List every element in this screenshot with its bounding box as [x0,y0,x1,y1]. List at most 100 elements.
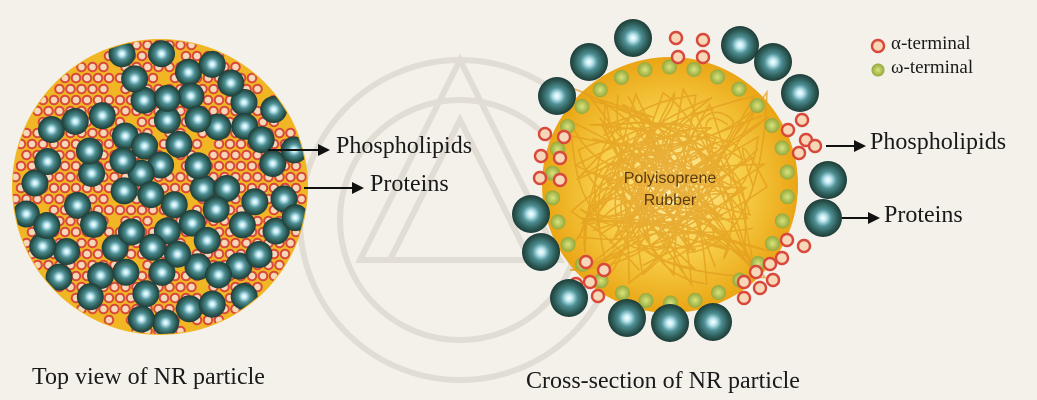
protein-sphere [80,211,107,238]
protein-sphere [132,280,159,307]
phospholipid-ring [220,151,229,160]
phospholipid-ring [61,140,70,149]
phospholipid-ring [209,151,218,160]
alpha-terminal-ring [738,276,750,288]
omega-terminal-dot [711,285,726,300]
core-label: Polyisoprene Rubber [600,168,740,212]
protein-sphere [570,43,608,81]
omega-terminal-dot [550,214,565,229]
protein-sphere [203,196,230,223]
omega-terminal-dot [780,165,795,180]
phospholipid-ring [72,228,81,237]
phospholipid-ring [215,140,224,149]
omega-terminal-dot [775,141,790,156]
phospholipid-ring [55,107,64,116]
phospholipid-ring [61,96,70,105]
phospholipid-ring [176,173,185,182]
protein-sphere [177,82,204,109]
phospholipid-ring [44,195,53,204]
phospholipid-ring [281,250,290,259]
phospholipid-ring [99,85,108,94]
protein-sphere [184,106,211,133]
phospholipid-ring [105,294,114,303]
phospholipid-ring [61,74,70,83]
top-view-caption: Top view of NR particle [32,364,265,391]
phospholipid-ring [83,74,92,83]
phospholipid-ring [237,140,246,149]
phospholipid-ring [215,250,224,259]
legend-alpha-terminal: α-terminal [891,33,971,55]
phospholipid-ring [61,228,70,237]
phospholipid-ring [275,129,284,138]
phospholipid-ring [55,173,64,182]
omega-terminal-dot [765,236,780,251]
phospholipid-ring [66,173,75,182]
alpha-terminal-ring [764,258,776,270]
phospholipid-ring [77,261,86,270]
alpha-terminal-ring [793,147,805,159]
protein-sphere [260,96,287,123]
phospholipid-ring [83,96,92,105]
phospholipid-ring [105,206,114,215]
phospholipid-ring [83,250,92,259]
phospholipid-ring [72,272,81,281]
protein-sphere [229,211,256,238]
phospholipid-ring [22,151,31,160]
phospholipid-ring [286,239,295,248]
alpha-terminal-ring [580,256,592,268]
phospholipid-ring [182,184,191,193]
alpha-terminal-ring [782,124,794,136]
phospholipid-ring [33,107,42,116]
omega-terminal-dot [561,237,576,252]
protein-sphere [21,170,48,197]
phospholipid-ring [242,173,251,182]
alpha-terminal-ring [809,140,821,152]
protein-sphere [608,299,646,337]
proteins-arrow-cross-section [842,212,880,224]
phospholipid-ring [50,96,59,105]
phospholipid-ring [286,173,295,182]
protein-sphere [152,309,179,336]
protein-sphere [137,181,164,208]
alpha-terminal-ring [672,51,684,63]
omega-terminal-dot [780,189,795,204]
protein-sphere [185,152,212,179]
protein-sphere [614,19,652,57]
phospholipid-ring [275,261,284,270]
phospholipid-ring [99,195,108,204]
phospholipid-ring [61,184,70,193]
phospholipid-ring [88,239,97,248]
protein-sphere [176,295,203,322]
cross-section-proteins-label: Proteins [884,202,963,229]
protein-sphere [199,51,226,78]
phospholipid-ring [99,305,108,314]
alpha-terminal-ring [554,152,566,164]
top-view-particle [11,39,309,336]
phospholipid-ring [55,85,64,94]
phospholipid-ring [248,162,257,171]
protein-sphere [522,233,560,271]
omega-terminal-dot [764,118,779,133]
omega-terminal-dot [593,82,608,97]
protein-sphere [538,77,576,115]
alpha-terminal-ring [592,290,604,302]
phospholipid-ring [94,74,103,83]
protein-sphere [76,137,103,164]
phospholipid-ring [28,140,37,149]
alpha-terminal-ring [539,128,551,140]
phospholipid-ring [77,85,86,94]
alpha-terminal-ring [776,252,788,264]
phospholipid-ring [297,195,306,204]
omega-terminal-dot [750,98,765,113]
protein-sphere [651,304,689,342]
protein-sphere [754,43,792,81]
protein-sphere [62,108,89,135]
protein-sphere [781,74,819,112]
core-label-line2: Rubber [600,190,740,212]
phospholipid-ring [50,184,59,193]
phospholipid-ring [105,316,114,325]
phospholipid-ring [66,85,75,94]
protein-sphere [809,161,847,199]
phospholipid-ring [231,239,240,248]
